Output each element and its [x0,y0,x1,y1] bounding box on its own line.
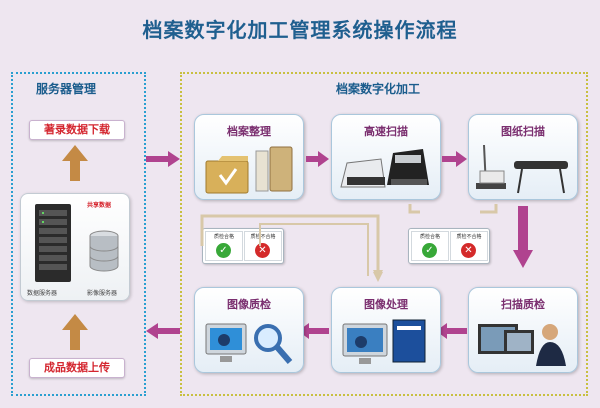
high-speed-scanner-icon [340,149,429,188]
up-arrow-icon [62,145,88,181]
step-scan-qc: 扫描质检 [468,287,578,373]
server-node: 共享数据 数据服务器 影像服务器 [20,193,130,301]
scan-qc-result: 质检合格 ✓ 质检不合格 ✕ [408,228,490,264]
step-archive-organize: 档案整理 [194,114,304,200]
check-icon: ✓ [422,243,437,258]
magnifier-monitor-icon [205,323,293,364]
step-image-processing: 图像处理 [331,287,441,373]
cross-icon: ✕ [461,243,476,258]
qc-pass: 质检合格 ✓ [205,231,243,261]
feedback-connector [200,214,383,282]
step-label: 图纸扫描 [501,125,545,138]
qc-fail-label: 质检不合格 [250,234,276,240]
digitization-process-panel [180,72,588,396]
flow-arrow [146,151,180,167]
large-format-scanner-icon [476,144,568,194]
step-high-speed-scan: 高速扫描 [331,114,441,200]
image-software-icon [342,319,426,364]
operator-monitor-icon [478,324,566,366]
server-rack-icon [35,204,71,282]
check-icon: ✓ [216,243,231,258]
step-label: 扫描质检 [501,298,545,311]
step-label: 图像处理 [364,298,408,311]
qc-pass: 质检合格 ✓ [411,231,449,261]
qc-pass-label: 质检合格 [419,234,440,240]
upload-data-box: 成品数据上传 [29,358,125,378]
flow-arrow [146,323,180,339]
folders-icon [205,146,293,194]
qc-fail: 质检不合格 ✕ [244,231,282,261]
step-label: 高速扫描 [364,125,408,138]
qc-pass-label: 质检合格 [213,234,234,240]
image-server-label: 影像服务器 [87,290,118,297]
flow-arrow [513,206,533,268]
download-data-box: 著录数据下载 [29,120,125,140]
step-label: 图像质检 [227,298,271,311]
step-image-qc: 图像质检 [194,287,304,373]
shared-data-label: 共享数据 [87,202,112,209]
step-drawing-scan: 图纸扫描 [468,114,578,200]
page-title: 档案数字化加工管理系统操作流程 [142,18,458,42]
server-management-panel [11,72,146,396]
process-panel-label: 档案数字化加工 [336,82,421,96]
server-panel-label: 服务器管理 [36,82,97,96]
qc-fail-label: 质检不合格 [456,234,482,240]
cross-icon: ✕ [255,243,270,258]
flow-arrow [436,323,467,339]
up-arrow-icon [62,314,88,350]
database-icon [89,230,119,272]
step-label: 档案整理 [227,125,271,138]
image-qc-result: 质检合格 ✓ 质检不合格 ✕ [202,228,284,264]
qc-fail: 质检不合格 ✕ [450,231,488,261]
flow-arrow [298,323,329,339]
flow-arrow [306,151,329,167]
db-server-label: 数据服务器 [27,290,58,297]
flow-arrow [442,151,467,167]
